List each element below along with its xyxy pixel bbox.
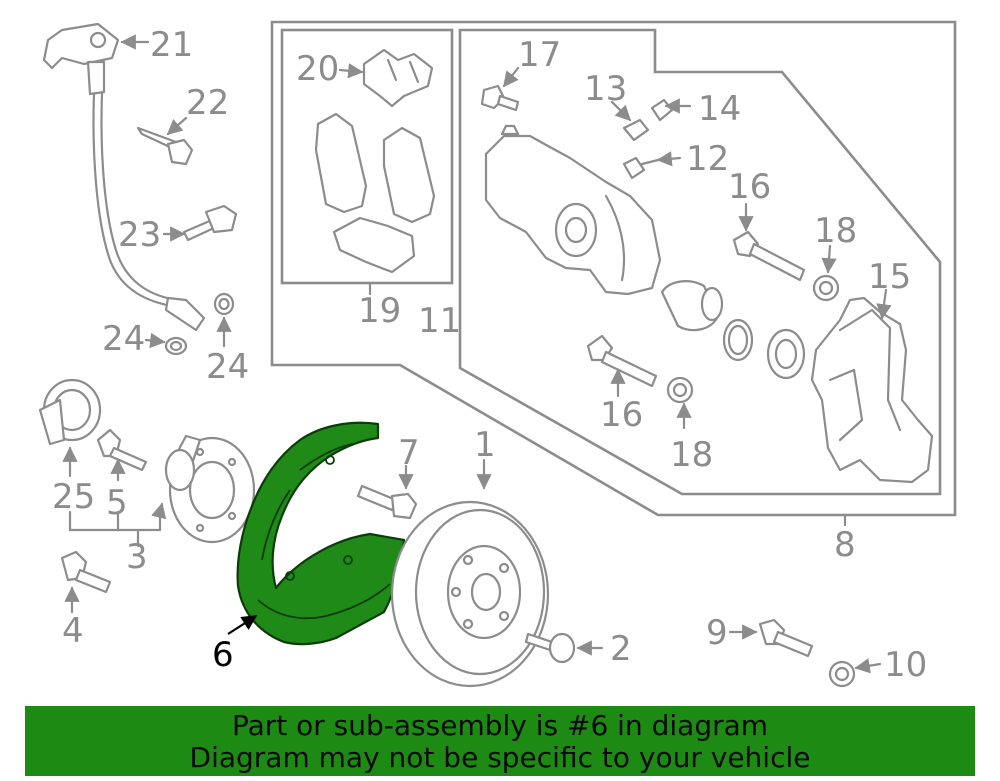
callout-16-upper: 16 — [728, 167, 771, 207]
part-12-bleeder-screw — [622, 156, 668, 180]
part-6-dust-shield — [236, 421, 406, 646]
part-25-sensor-cap — [38, 378, 102, 446]
callout-4: 4 — [62, 611, 84, 651]
callout-3: 3 — [126, 537, 148, 577]
callout-7: 7 — [398, 433, 420, 473]
part-22-bolt — [136, 126, 194, 166]
callout-16-lower: 16 — [600, 395, 643, 435]
part-14-cap — [650, 98, 674, 122]
callout-18-upper: 18 — [814, 211, 857, 251]
part-9-bolt — [758, 618, 814, 658]
piston-and-seals — [660, 280, 806, 380]
banner-line-2: Diagram may not be specific to your vehi… — [189, 741, 811, 774]
part-10-washer — [828, 660, 856, 688]
callout-6: 6 — [212, 635, 234, 675]
callout-25: 25 — [52, 477, 95, 517]
callout-21: 21 — [150, 25, 193, 65]
callout-18-lower: 18 — [670, 435, 713, 475]
callout-labels: 21 22 23 24 24 25 5 3 4 6 7 1 2 9 10 8 2… — [52, 25, 927, 685]
part-1-rotor — [390, 500, 550, 688]
part-17-bolt — [480, 84, 520, 112]
part-23-bolt — [182, 204, 238, 242]
part-21-brake-hose — [42, 22, 206, 332]
part-18-boot-lower — [666, 376, 694, 404]
callout-11: 11 — [418, 301, 461, 341]
callout-10: 10 — [884, 645, 927, 685]
part-18-boot-upper — [812, 274, 840, 302]
part-2-screw — [524, 632, 576, 664]
callout-12: 12 — [686, 139, 729, 179]
part-20-clips — [362, 48, 434, 108]
callout-23: 23 — [118, 215, 161, 255]
part-4-bolt — [60, 550, 112, 594]
callout-24-left: 24 — [102, 319, 145, 359]
banner-line-1: Part or sub-assembly is #6 in diagram — [231, 709, 769, 742]
part-24-washers — [164, 292, 235, 356]
caliper-body-frame — [458, 28, 942, 496]
part-3-hub — [164, 434, 256, 544]
part-16-guide-pin-lower — [586, 334, 658, 388]
callout-22: 22 — [186, 83, 229, 123]
callout-17: 17 — [518, 35, 561, 75]
callout-20: 20 — [296, 49, 339, 89]
callout-1: 1 — [474, 425, 496, 465]
callout-2: 2 — [610, 629, 632, 669]
part-11-caliper — [484, 124, 662, 296]
leader-lines — [62, 34, 892, 674]
part-7-bolt — [356, 484, 418, 520]
callout-5: 5 — [106, 483, 128, 523]
caliper-assembly-frame — [270, 20, 957, 527]
callout-15: 15 — [868, 257, 911, 297]
callout-8: 8 — [834, 525, 856, 565]
part-16-guide-pin-upper — [732, 230, 806, 282]
pad-kit-frame — [280, 28, 454, 285]
callout-9: 9 — [706, 613, 728, 653]
part-15-carrier — [810, 296, 934, 484]
callout-14: 14 — [698, 89, 741, 129]
info-banner: Part or sub-assembly is #6 in diagram Di… — [25, 706, 975, 776]
part-19-pads — [314, 112, 436, 274]
callout-19: 19 — [358, 291, 401, 331]
callout-24-right: 24 — [206, 347, 249, 387]
part-5-bolt — [96, 428, 148, 472]
part-13-bleeder — [622, 118, 650, 142]
callout-13: 13 — [584, 69, 627, 109]
